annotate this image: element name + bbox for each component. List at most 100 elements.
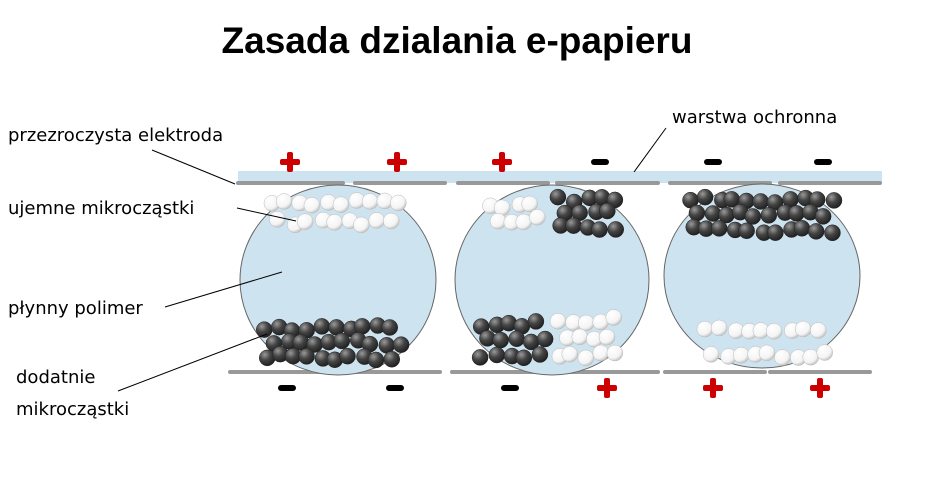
top-charge-signs: + + + − − − <box>280 152 832 172</box>
top-sign-minus: − <box>704 159 722 165</box>
positive-particle-black <box>752 193 769 210</box>
negative-particle-white <box>303 197 321 214</box>
positive-particle-black <box>313 318 331 335</box>
label-transparent-electrode: przezroczysta elektroda <box>8 125 223 146</box>
positive-particle-black <box>825 192 843 209</box>
bottom-sign-plus: + <box>597 378 617 398</box>
bottom-sign-plus: + <box>703 378 723 398</box>
label-positive-particles-2: mikrocząstki <box>16 399 129 420</box>
diagram-title: Zasada dzialania e-papieru <box>222 20 693 61</box>
positive-particle-black <box>527 313 545 330</box>
negative-particle-white <box>368 212 385 229</box>
negative-particle-white <box>353 216 370 234</box>
positive-particle-black <box>591 221 608 238</box>
negative-particle-white <box>577 349 595 367</box>
negative-particle-white <box>269 211 286 228</box>
negative-particle-white <box>605 309 622 326</box>
positive-particle-black <box>367 351 385 369</box>
positive-particle-black <box>298 348 315 365</box>
positive-particle-black <box>531 346 549 363</box>
positive-particle-black <box>688 204 706 222</box>
bottom-charge-signs: − − − + + + <box>278 378 830 398</box>
positive-particle-black <box>339 347 356 365</box>
leader-line-electrode <box>151 149 236 185</box>
negative-particle-white <box>529 208 546 226</box>
leader-line-protective <box>633 127 667 173</box>
negative-particle-white <box>732 346 750 364</box>
top-sign-minus: − <box>591 159 609 165</box>
negative-particle-white <box>577 314 595 332</box>
positive-particle-black <box>383 350 401 368</box>
positive-particle-black <box>471 349 489 366</box>
negative-particle-white <box>816 344 833 361</box>
negative-particle-white <box>802 348 819 366</box>
label-protective-layer: warstwa ochronna <box>672 107 837 128</box>
bottom-sign-plus: + <box>810 378 830 398</box>
negative-particle-white <box>361 193 379 210</box>
negative-particle-white <box>710 319 728 337</box>
negative-particle-white <box>794 320 812 338</box>
positive-particle-black <box>744 208 762 225</box>
negative-particle-white <box>571 328 589 346</box>
positive-particle-black <box>824 224 841 242</box>
positive-particle-black <box>814 208 832 225</box>
negative-particle-white <box>549 312 567 330</box>
positive-particle-black <box>536 330 554 348</box>
protective-layer <box>238 171 882 183</box>
negative-particle-white <box>810 322 827 339</box>
positive-particle-black <box>508 330 525 348</box>
positive-particle-black <box>292 334 309 351</box>
negative-particle-white <box>561 345 579 363</box>
negative-particle-white <box>296 213 314 230</box>
top-sign-plus: + <box>280 152 300 172</box>
positive-particle-black <box>710 220 728 237</box>
negative-particle-white <box>275 193 293 210</box>
positive-particle-black <box>738 222 755 240</box>
negative-particle-white <box>696 320 714 338</box>
leader-line-negative <box>236 207 297 222</box>
positive-particle-black <box>788 205 805 222</box>
positive-particle-black <box>488 346 506 364</box>
positive-particle-black <box>381 319 398 336</box>
negative-particle-white <box>598 328 616 346</box>
negative-particle-white <box>382 212 400 230</box>
top-sign-minus: − <box>814 159 832 165</box>
positive-particle-black <box>353 318 371 335</box>
microcapsule-2 <box>454 184 650 376</box>
top-sign-plus: + <box>492 152 512 172</box>
positive-particle-black <box>599 202 616 220</box>
bottom-sign-minus: − <box>278 385 296 391</box>
leader-line-positive <box>117 333 268 392</box>
negative-particle-white <box>774 349 791 366</box>
positive-particle-black <box>696 188 714 206</box>
negative-particle-white <box>702 346 720 363</box>
positive-particle-black <box>565 217 582 234</box>
bottom-sign-minus: − <box>501 385 519 391</box>
negative-particle-white <box>758 344 776 362</box>
negative-particle-white <box>592 344 610 362</box>
negative-particle-white <box>606 344 624 362</box>
leader-line-polymer <box>164 271 283 308</box>
negative-particle-white <box>332 196 350 213</box>
positive-particle-black <box>392 336 410 353</box>
label-positive-particles-1: dodatnie <box>16 367 95 388</box>
positive-particle-black <box>549 188 567 206</box>
positive-particle-black <box>807 223 825 240</box>
label-negative-particles: ujemne mikrocząstki <box>8 198 194 219</box>
positive-particle-black <box>333 332 351 350</box>
positive-particle-black <box>378 337 396 354</box>
label-liquid-polymer: płynny polimer <box>8 298 143 319</box>
positive-particle-black <box>767 224 784 241</box>
top-sign-plus: + <box>387 152 407 172</box>
positive-particle-black <box>760 207 778 224</box>
microcapsules <box>239 183 861 376</box>
positive-particle-black <box>492 331 509 349</box>
positive-particle-black <box>793 220 811 237</box>
microcapsule-1 <box>239 184 437 376</box>
bottom-sign-minus: − <box>386 385 404 391</box>
positive-particle-black <box>607 221 625 238</box>
microcapsule-3 <box>663 183 861 369</box>
positive-particle-black <box>515 349 533 367</box>
negative-particle-white <box>326 214 343 231</box>
